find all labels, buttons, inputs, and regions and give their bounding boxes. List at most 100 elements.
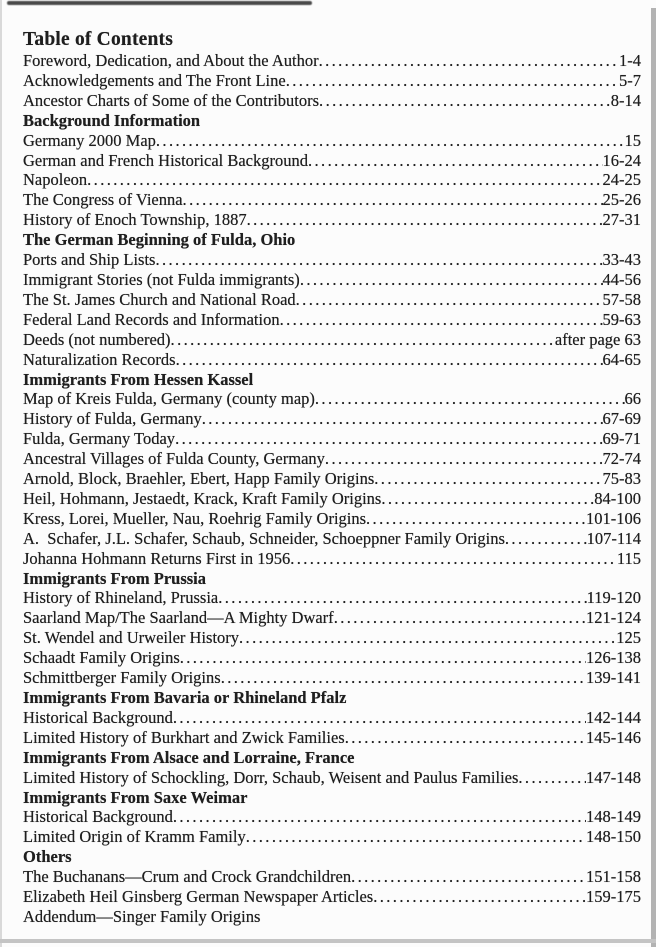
toc-entry: History of Rhineland, Prussia 119-120 (23, 588, 641, 608)
toc-entry-label: Foreword, Dedication, and About the Auth… (23, 51, 319, 70)
toc-entry: Foreword, Dedication, and About the Auth… (23, 51, 641, 71)
toc-entry-page: 139-141 (586, 668, 641, 688)
toc-entry-page: 142-144 (586, 707, 641, 727)
toc-section-label: Immigrants From Saxe Weimar (23, 787, 248, 807)
dot-leader (183, 190, 603, 210)
toc-entry-label: Schmittberger Family Origins (23, 668, 221, 688)
toc-list: Foreword, Dedication, and About the Auth… (23, 51, 641, 927)
dot-leader (218, 588, 586, 608)
toc-entry-page: 33-43 (602, 250, 642, 270)
toc-entry: Saarland Map/The Saarland—A Mighty Dwarf… (23, 608, 641, 628)
toc-entry-page: 44-56 (602, 269, 642, 289)
toc-entry-page: 121-124 (586, 608, 641, 628)
toc-entry-label: Limited History of Schockling, Dorr, Sch… (23, 767, 519, 787)
toc-entry-page: after page 63 (554, 329, 641, 349)
toc-entry: The St. James Church and National Road 5… (23, 290, 641, 310)
toc-entry-page: 145-146 (586, 727, 641, 747)
toc-entry-page: 67-69 (602, 409, 642, 429)
toc-entry-label: The St. James Church and National Road (23, 289, 296, 309)
toc-section-header: Immigrants From Saxe Weimar (23, 788, 641, 808)
dot-leader (381, 489, 594, 509)
toc-entry: Ancestral Villages of Fulda County, Germ… (23, 449, 641, 469)
toc-entry-page: 126-138 (586, 648, 641, 668)
dot-leader (345, 728, 586, 748)
toc-section-label: Immigrants From Hessen Kassel (23, 369, 254, 389)
toc-entry-label: Saarland Map/The Saarland—A Mighty Dwarf (23, 608, 334, 628)
toc-entry-label: Limited Origin of Kramm Family (23, 827, 246, 847)
toc-entry-label: St. Wendel and Urweiler History (23, 628, 240, 648)
toc-entry-page: 148-149 (586, 807, 641, 827)
toc-entry-label: History of Rhineland, Prussia (23, 588, 219, 608)
toc-section-label: The German Beginning of Fulda, Ohio (23, 230, 296, 250)
dot-leader (308, 151, 603, 171)
toc-entry: Fulda, Germany Today 69-71 (23, 429, 641, 449)
toc-entry-label: Ports and Ship Lists (23, 250, 156, 270)
toc-content: Table of Contents Foreword, Dedication, … (23, 29, 641, 927)
dot-leader (280, 310, 603, 330)
toc-entry-page: 125 (616, 628, 641, 648)
dot-leader (334, 608, 586, 628)
toc-entry: History of Fulda, Germany 67-69 (23, 409, 641, 429)
toc-entry-page: 57-58 (602, 289, 642, 309)
toc-entry-page: 59-63 (602, 309, 642, 329)
dot-leader (374, 469, 602, 489)
toc-entry: Naturalization Records 64-65 (23, 350, 641, 370)
toc-section-label: Immigrants From Prussia (23, 568, 207, 588)
toc-entry: Elizabeth Heil Ginsberg German Newspaper… (23, 887, 641, 907)
toc-entry-page: 151-158 (586, 867, 641, 887)
toc-entry: History of Enoch Township, 1887 27-31 (23, 210, 641, 230)
toc-entry-page: 101-106 (586, 508, 641, 528)
toc-entry-label: A. Schafer, J.L. Schafer, Schaub, Schnei… (23, 528, 505, 548)
toc-entry-page: 66 (624, 389, 642, 409)
toc-entry-label: Heil, Hohmann, Jestaedt, Krack, Kraft Fa… (23, 488, 382, 508)
toc-entry-label: Map of Kreis Fulda, Germany (county map) (23, 389, 315, 409)
toc-entry-page: 27-31 (602, 210, 642, 230)
dot-leader (319, 91, 611, 111)
dot-leader (156, 131, 625, 151)
toc-entry: Acknowledgements and The Front Line 5-7 (23, 71, 641, 91)
dot-leader (366, 509, 586, 529)
dot-leader (300, 270, 603, 290)
toc-entry: Schmittberger Family Origins 139-141 (23, 668, 641, 688)
toc-entry-page: 8-14 (610, 90, 641, 110)
toc-entry-label: The Buchanans—Crum and Crock Grandchildr… (23, 867, 352, 887)
toc-entry-label: Historical Background (23, 807, 173, 827)
dot-leader (319, 51, 619, 71)
toc-entry-label: Johanna Hohmann Returns First in 1956 (23, 548, 291, 568)
toc-entry-page: 16-24 (602, 150, 642, 170)
dot-leader (247, 210, 603, 230)
scan-artifact-bottom-edge (0, 939, 656, 943)
scan-artifact-right-edge (651, 8, 656, 947)
dot-leader (505, 529, 587, 549)
toc-entry-label: Deeds (not numbered) (23, 329, 171, 349)
dot-leader (173, 708, 586, 728)
dot-leader (246, 827, 586, 847)
toc-entry-page: 72-74 (602, 449, 642, 469)
toc-section-header: Background Information (23, 111, 641, 131)
dot-leader (286, 71, 619, 91)
dot-leader (173, 807, 586, 827)
dot-leader (155, 250, 602, 270)
toc-section-label: Others (23, 847, 72, 867)
toc-entry: Map of Kreis Fulda, Germany (county map)… (23, 389, 641, 409)
toc-entry-label: Ancestral Villages of Fulda County, Germ… (23, 449, 325, 469)
toc-entry-page: 107-114 (586, 528, 641, 548)
toc-entry-label: Schaadt Family Origins (23, 648, 180, 668)
toc-entry-label: History of Enoch Township, 1887 (23, 210, 247, 230)
toc-entry: Heil, Hohmann, Jestaedt, Krack, Kraft Fa… (23, 489, 641, 509)
toc-entry-label: Napoleon (23, 170, 88, 190)
toc-entry-page: 5-7 (619, 70, 641, 90)
dot-leader (315, 389, 625, 409)
toc-section-label: Background Information (23, 110, 201, 130)
toc-entry-page: 84-100 (594, 488, 641, 508)
toc-entry-label: German and French Historical Background (23, 150, 308, 170)
toc-entry: Federal Land Records and Information 59-… (23, 310, 641, 330)
toc-section-header: Immigrants From Alsace and Lorraine, Fra… (23, 748, 641, 768)
dot-leader (202, 409, 603, 429)
dot-leader (87, 170, 602, 190)
toc-entry: Limited Origin of Kramm Family 148-150 (23, 827, 641, 847)
toc-section-label: Immigrants From Bavaria or Rhineland Pfa… (23, 688, 347, 707)
toc-entry-label: Elizabeth Heil Ginsberg German Newspaper… (23, 887, 374, 907)
toc-entry-label: Kress, Lorei, Mueller, Nau, Roehrig Fami… (23, 508, 367, 528)
toc-entry: Immigrant Stories (not Fulda immigrants)… (23, 270, 641, 290)
